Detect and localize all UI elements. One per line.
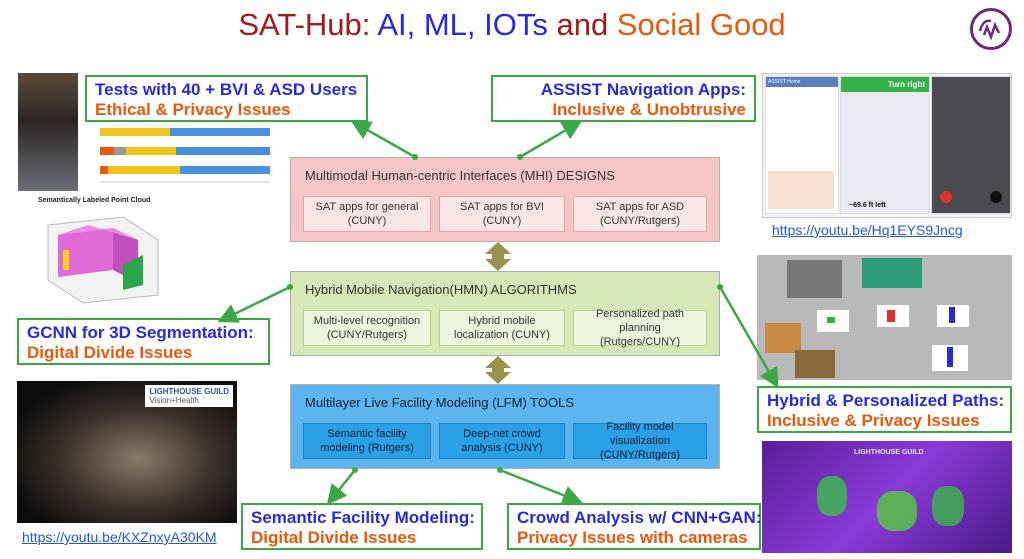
callout-gcnn: GCNN for 3D Segmentation: Digital Divide…	[17, 318, 270, 365]
lab-logo-icon	[978, 19, 1001, 41]
panel-mhi-title: Multimodal Human-centric Interfaces (MHI…	[305, 168, 615, 183]
callout-hybrid-paths-line1: Hybrid & Personalized Paths:	[767, 391, 1005, 410]
app-screen-nav: Turn right ~69.6 ft left	[840, 76, 930, 214]
callout-crowd-line2: Privacy Issues with cameras	[517, 528, 748, 547]
app-screen-nav-distance: ~69.6 ft left	[849, 202, 886, 209]
callout-crowd-line1: Crowd Analysis w/ CNN+GAN:	[517, 508, 762, 527]
app-screen-home-map	[768, 171, 834, 209]
mhi-item-bvi: SAT apps for BVI (CUNY)	[439, 196, 565, 232]
connector-semantic	[326, 469, 356, 505]
assist-app-screenshots: ASSIST Home Turn right ~69.6 ft left	[762, 73, 1012, 218]
app-screen-home: ASSIST Home	[765, 76, 839, 214]
title-part-sathub: SAT-Hub:	[238, 7, 378, 42]
connector-assist	[519, 120, 583, 159]
app-screen-dark	[931, 76, 1011, 214]
lfm-item-visualization: Facility model visualization (CUNY/Rutge…	[573, 421, 707, 461]
app-screen-dark-record	[940, 191, 952, 203]
callout-user-tests: Tests with 40 + BVI & ASD Users Ethical …	[85, 75, 368, 122]
vertical-double-arrow-2	[485, 356, 511, 384]
page-title: SAT-Hub: AI, ML, IOTs and Social Good	[0, 6, 1024, 44]
hmn-item-path-planning: Personalized path planning (Rutgers/CUNY…	[573, 308, 707, 348]
title-part-social: Social Good	[616, 7, 786, 42]
app-screen-dark-close	[990, 191, 1002, 203]
lighthouse-guild-logo-text: LIGHTHOUSE GUILD	[149, 387, 229, 396]
lighthouse-guild-logo: LIGHTHOUSE GUILD Vision+Health	[145, 385, 233, 407]
callout-hybrid-paths-line2: Inclusive & Privacy Issues	[767, 411, 980, 430]
lab-logo	[970, 8, 1012, 50]
mhi-item-general: SAT apps for general (CUNY)	[303, 196, 431, 232]
path-planning-image	[757, 255, 1012, 380]
mhi-item-asd: SAT apps for ASD (CUNY/Rutgers)	[573, 196, 707, 232]
panel-lfm-title: Multilayer Live Facility Modeling (LFM) …	[305, 395, 574, 410]
callout-crowd-analysis: Crowd Analysis w/ CNN+GAN: Privacy Issue…	[507, 503, 762, 550]
crowd-lighthouse-sign: LIGHTHOUSE GUILD	[854, 449, 924, 456]
callout-user-tests-line2: Ethical & Privacy Issues	[95, 100, 291, 119]
lfm-item-semantic: Semantic facility modeling (Rutgers)	[303, 423, 431, 459]
point-cloud-image: Semantically Labeled Point Cloud	[18, 195, 180, 307]
survey-bar-chart	[80, 120, 280, 190]
user-test-photo	[18, 73, 78, 191]
panel-hmn: Hybrid Mobile Navigation(HMN) ALGORITHMS…	[290, 271, 720, 356]
callout-user-tests-line1: Tests with 40 + BVI & ASD Users	[95, 80, 358, 99]
app-screen-nav-turn: Turn right	[841, 77, 929, 92]
lighthouse-model-image: LIGHTHOUSE GUILD Vision+Health	[17, 381, 237, 523]
callout-assist: ASSIST Navigation Apps: Inclusive & Unob…	[491, 75, 756, 122]
point-cloud-title: Semantically Labeled Point Cloud	[38, 197, 151, 204]
crowd-blob-2	[877, 491, 917, 531]
callout-assist-line2: Inclusive & Unobtrusive	[552, 100, 746, 119]
path-planning-svg	[765, 258, 969, 378]
connector-crowd	[499, 468, 583, 505]
point-cloud-svg	[47, 216, 159, 304]
hmn-item-recognition: Multi-level recognition (CUNY/Rutgers)	[303, 310, 431, 346]
crowd-analysis-image: LIGHTHOUSE GUILD	[762, 441, 1012, 553]
callout-semantic-modeling: Semantic Facility Modeling: Digital Divi…	[241, 503, 483, 550]
title-part-ai: AI, ML, IOTs	[377, 7, 548, 42]
lfm-item-crowd: Deep-net crowd analysis (CUNY)	[439, 423, 565, 459]
assist-video-link[interactable]: https://youtu.be/Hq1EYS9Jncg	[772, 222, 963, 238]
vertical-double-arrow-1	[485, 242, 511, 271]
title-part-and: and	[547, 7, 617, 42]
app-screen-home-title: ASSIST Home	[766, 77, 838, 87]
crowd-blob-3	[932, 486, 964, 526]
lighthouse-video-link[interactable]: https://youtu.be/KXZnxyA30KM	[22, 529, 217, 545]
lighthouse-guild-logo-sub: Vision+Health	[149, 396, 199, 405]
survey-bar-chart-svg	[100, 128, 270, 183]
callout-semantic-line2: Digital Divide Issues	[251, 528, 417, 547]
callout-gcnn-line1: GCNN for 3D Segmentation:	[27, 323, 254, 342]
callout-gcnn-line2: Digital Divide Issues	[27, 343, 193, 362]
panel-lfm: Multilayer Live Facility Modeling (LFM) …	[290, 384, 720, 469]
panel-mhi: Multimodal Human-centric Interfaces (MHI…	[290, 157, 720, 242]
crowd-blob-1	[817, 476, 847, 516]
callout-assist-line1: ASSIST Navigation Apps:	[540, 80, 746, 99]
panel-hmn-title: Hybrid Mobile Navigation(HMN) ALGORITHMS	[305, 282, 577, 297]
callout-semantic-line1: Semantic Facility Modeling:	[251, 508, 475, 527]
connector-gcnn	[217, 285, 291, 323]
callout-hybrid-paths: Hybrid & Personalized Paths: Inclusive &…	[757, 386, 1012, 433]
hmn-item-localization: Hybrid mobile localization (CUNY)	[439, 310, 565, 346]
connector-tests	[350, 120, 416, 159]
